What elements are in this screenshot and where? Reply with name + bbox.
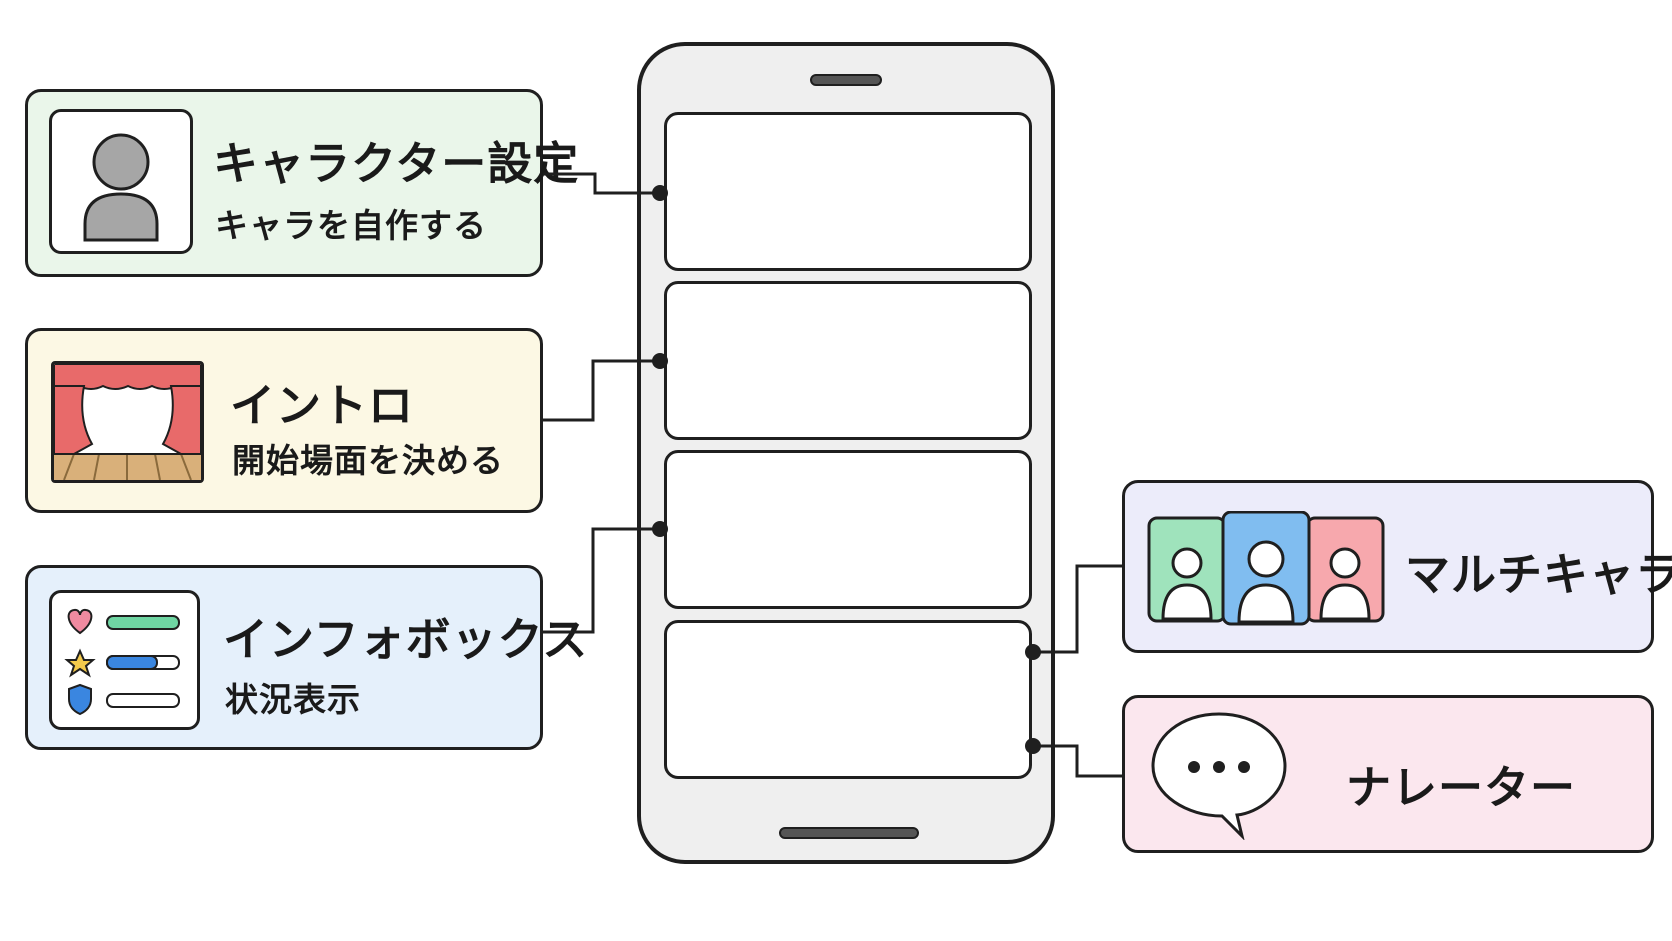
connector-dot-multichara (1025, 644, 1041, 660)
narrator-title: ナレーター (1346, 761, 1577, 814)
phone-slot-3 (664, 450, 1032, 609)
multi-character-card: マルチキャラ (1122, 480, 1672, 653)
connector-character (543, 172, 660, 195)
phone-slot-4 (664, 620, 1032, 779)
infobox-card: インフォボックス 状況表示 (25, 565, 587, 750)
three-people-icon (1147, 511, 1385, 626)
multi-character-title: マルチキャラ (1405, 548, 1672, 601)
theater-stage-icon (51, 361, 204, 483)
narrator-card: ナレーター (1122, 695, 1654, 853)
connector-multichara (1033, 564, 1122, 654)
character-setting-subtitle: キャラを自作する (215, 206, 487, 245)
person-silhouette-icon (49, 109, 193, 254)
connector-dot-intro (652, 353, 668, 369)
connector-dot-infobox (652, 521, 668, 537)
character-setting-card: キャラクター設定 キャラを自作する (25, 89, 578, 277)
intro-title: イントロ (230, 379, 415, 432)
character-setting-title: キャラクター設定 (213, 137, 580, 190)
infobox-subtitle: 状況表示 (225, 680, 361, 719)
status-bars-icon (49, 590, 200, 730)
speech-bubble-icon (1151, 712, 1287, 840)
phone-mockup (637, 42, 1055, 864)
connector-dot-character (652, 185, 668, 201)
infobox-title: インフォボックス (223, 613, 589, 666)
phone-speaker (810, 74, 882, 86)
intro-subtitle: 開始場面を決める (232, 441, 504, 480)
connector-intro (543, 359, 660, 422)
intro-card: イントロ 開始場面を決める (25, 328, 543, 513)
phone-home-bar (779, 827, 919, 839)
connector-narrator (1033, 744, 1122, 778)
connector-dot-narrator (1025, 738, 1041, 754)
connector-infobox (543, 527, 660, 634)
